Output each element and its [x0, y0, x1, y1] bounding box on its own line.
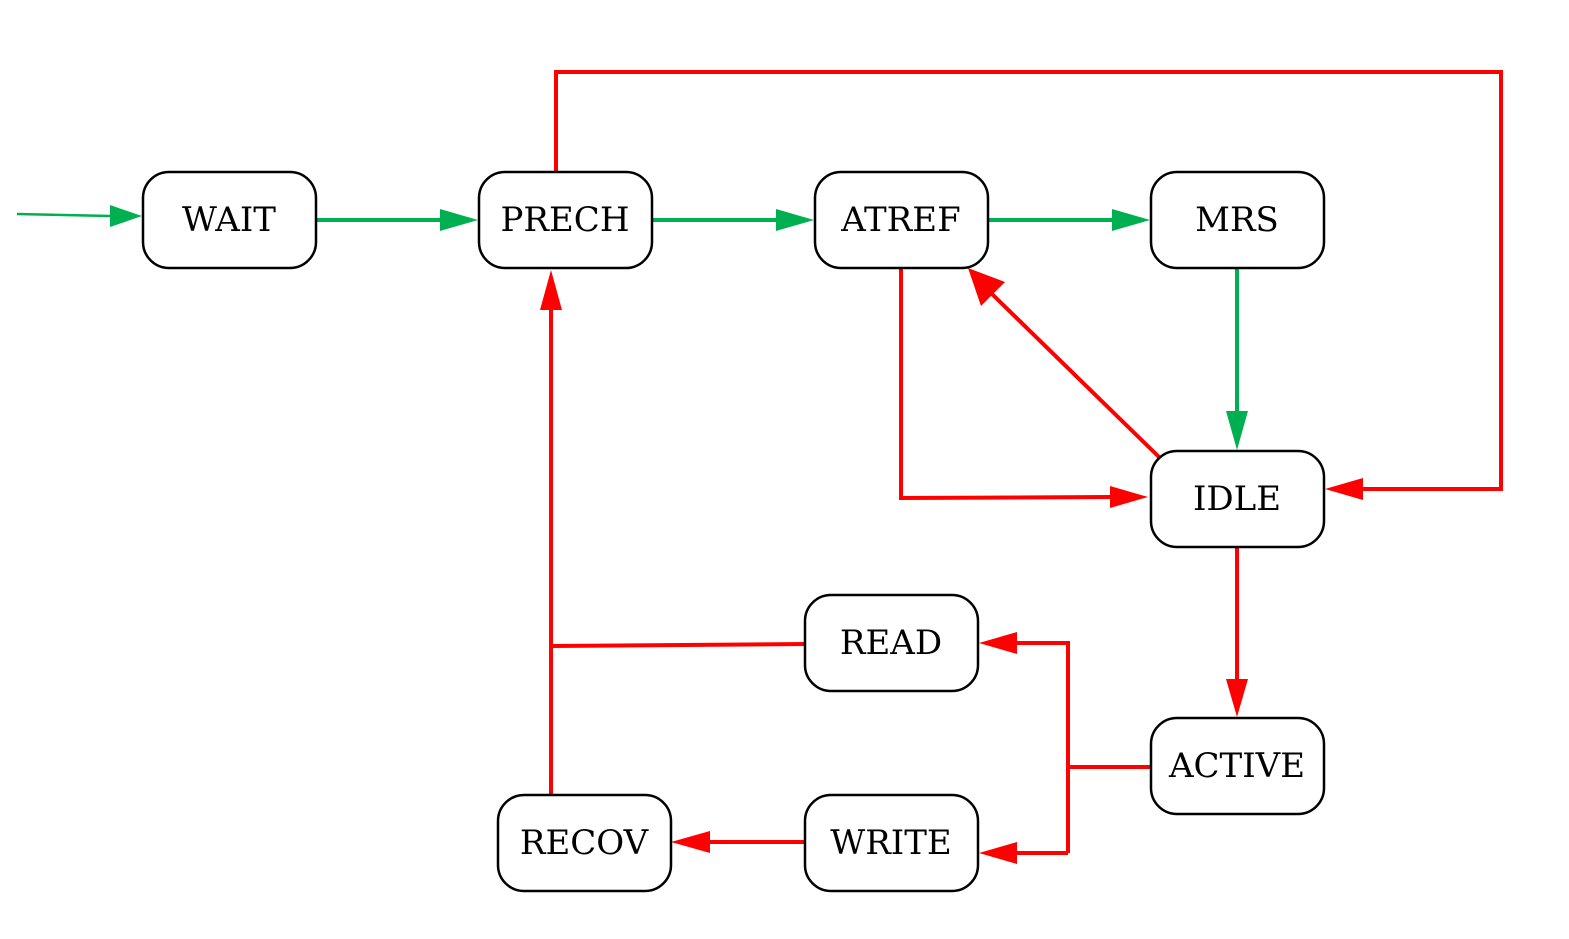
edge-atref-to-idle	[899, 267, 1148, 508]
edge-start-to-wait	[16, 205, 142, 227]
edge-mrs-to-idle	[1226, 267, 1248, 450]
state-wait: WAIT	[141, 170, 318, 270]
edge-idle-to-atref	[968, 268, 1161, 459]
state-prech-label: PRECH	[501, 200, 630, 240]
state-atref-label: ATREF	[840, 200, 960, 240]
edge-idle-to-active	[1226, 546, 1248, 717]
state-active-label: ACTIVE	[1168, 746, 1305, 786]
state-mrs: MRS	[1149, 170, 1326, 270]
state-write: WRITE	[803, 793, 980, 893]
edge-wait-to-prech	[315, 209, 478, 231]
edge-active-to-read-write	[979, 632, 1151, 864]
state-wait-label: WAIT	[182, 200, 276, 240]
state-read-label: READ	[840, 623, 942, 663]
state-active: ACTIVE	[1149, 716, 1326, 816]
state-atref: ATREF	[813, 170, 990, 270]
edge-atref-to-mrs	[987, 209, 1150, 231]
state-prech: PRECH	[477, 170, 654, 270]
state-write-label: WRITE	[830, 823, 951, 863]
state-recov-label: RECOV	[520, 823, 650, 863]
state-mrs-label: MRS	[1195, 200, 1279, 240]
edge-write-to-recov	[671, 831, 806, 853]
state-idle: IDLE	[1149, 449, 1326, 549]
edge-read-recov-to-prech	[540, 270, 807, 796]
state-recov: RECOV	[496, 793, 673, 893]
state-read: READ	[803, 593, 980, 693]
edge-prech-to-atref	[651, 209, 814, 231]
state-idle-label: IDLE	[1193, 479, 1281, 519]
edge-prech-to-idle	[554, 70, 1503, 500]
